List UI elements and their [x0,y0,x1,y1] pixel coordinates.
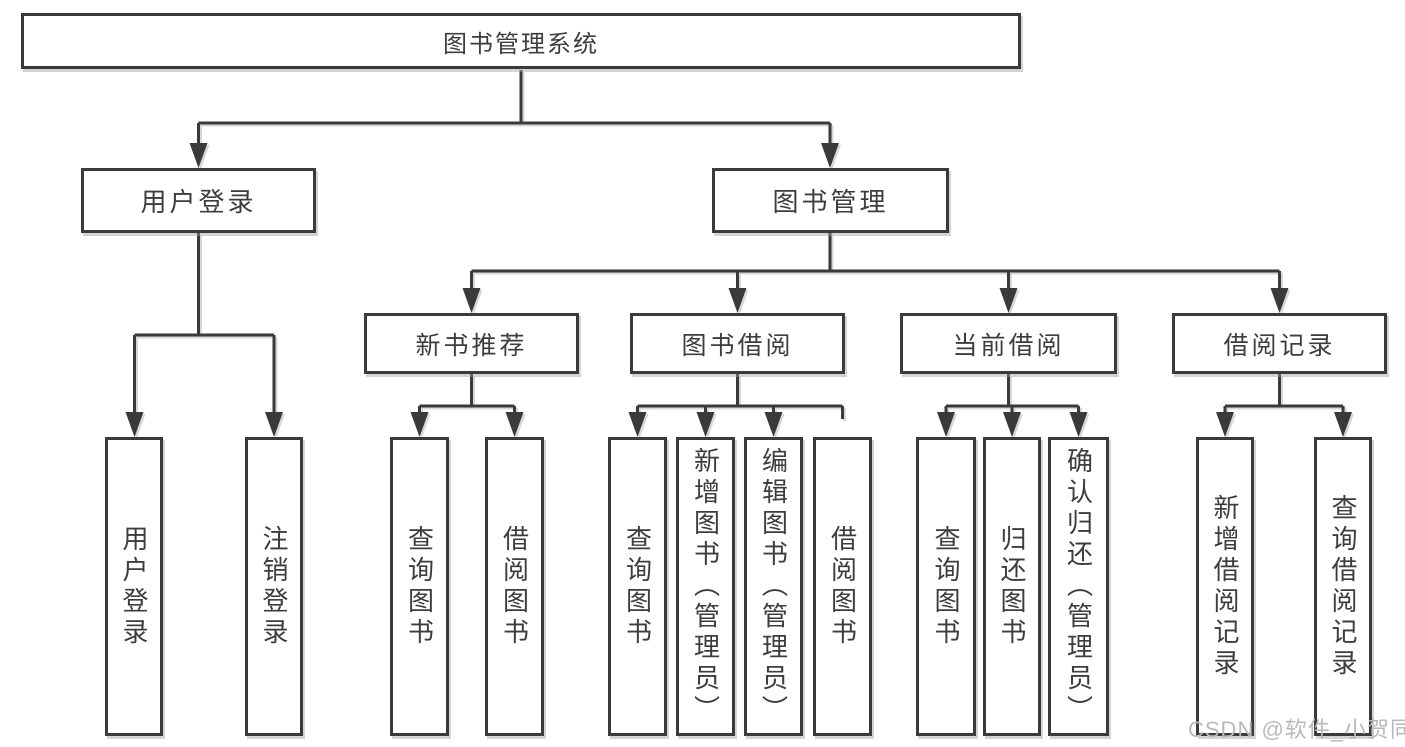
leaf-query-books-borrowing-label: 查询图书 [622,524,653,649]
node-book-management-label: 图书管理 [772,187,889,217]
node-borrowing-records-label: 借阅记录 [1223,331,1336,360]
leaf-return-books: 归还图书 [983,437,1041,736]
node-book-management: 图书管理 [712,168,949,233]
leaf-logout: 注销登录 [245,437,303,736]
leaf-return-books-label: 归还图书 [997,524,1027,649]
node-user-login-label: 用户登录 [140,187,257,217]
leaf-query-books-recommend-label: 查询图书 [404,524,435,649]
leaf-borrow-books-borrowing: 借阅图书 [813,437,872,736]
leaf-query-books-current-label: 查询图书 [931,524,961,649]
node-library-system: 图书管理系统 [21,13,1021,69]
leaf-query-books-recommend: 查询图书 [390,437,449,736]
leaf-edit-book-admin: 编辑图书（管理员） [744,437,803,736]
node-book-borrowing: 图书借阅 [630,313,845,374]
leaf-confirm-return-admin-label: 确认归还（管理员） [1063,447,1094,726]
node-current-borrowing: 当前借阅 [900,313,1117,374]
node-borrowing-records: 借阅记录 [1172,313,1387,374]
leaf-borrow-books-borrowing-label: 借阅图书 [827,524,858,649]
leaf-add-borrow-record-label: 新增借阅记录 [1210,493,1240,680]
leaf-borrow-books-recommend: 借阅图书 [485,437,544,736]
csdn-watermark: CSDN @软件_小贺同学 [1188,717,1405,742]
leaf-query-books-current: 查询图书 [916,437,976,736]
leaf-logout-label: 注销登录 [259,524,289,649]
leaf-user-login: 用户登录 [105,437,163,736]
leaf-add-book-admin-label: 新增图书（管理员） [690,447,721,726]
node-new-book-recommend: 新书推荐 [364,313,579,374]
leaf-confirm-return-admin: 确认归还（管理员） [1048,437,1109,736]
leaf-edit-book-admin-label: 编辑图书（管理员） [758,447,789,726]
leaf-query-borrow-record-label: 查询借阅记录 [1328,493,1358,680]
leaf-borrow-books-recommend-label: 借阅图书 [499,524,530,649]
node-user-login: 用户登录 [81,168,316,233]
leaf-add-borrow-record: 新增借阅记录 [1196,437,1254,736]
leaf-add-book-admin: 新增图书（管理员） [676,437,735,736]
node-current-borrowing-label: 当前借阅 [952,331,1065,360]
node-library-system-label: 图书管理系统 [443,30,599,58]
node-book-borrowing-label: 图书借阅 [681,331,794,360]
leaf-query-borrow-record: 查询借阅记录 [1314,437,1372,736]
leaf-query-books-borrowing: 查询图书 [608,437,667,736]
node-new-book-recommend-label: 新书推荐 [415,331,528,360]
leaf-user-login-label: 用户登录 [119,524,149,649]
